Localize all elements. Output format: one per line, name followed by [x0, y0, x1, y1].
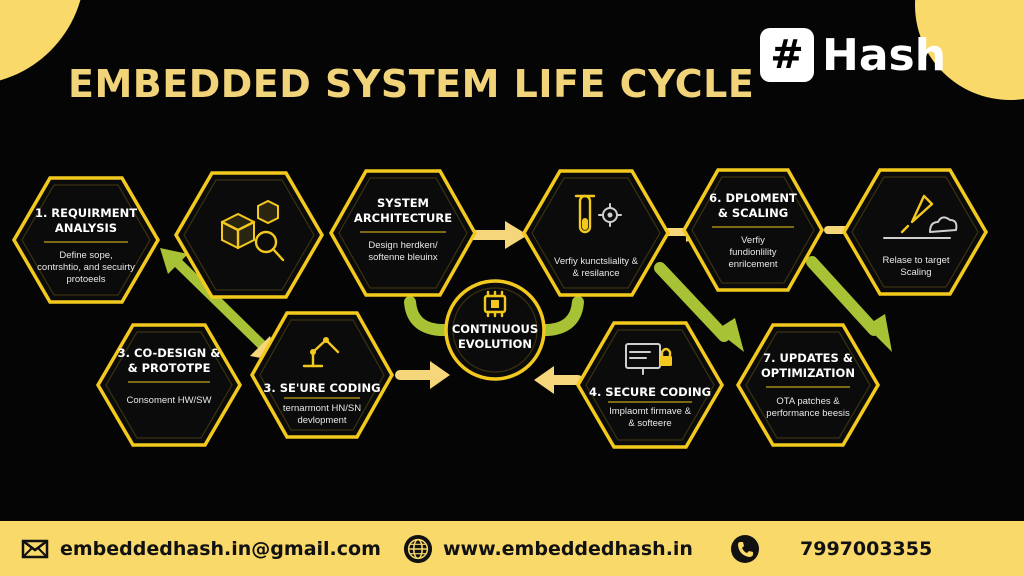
node-7-title-line1: 3. CO-DESIGN &	[118, 346, 221, 360]
node-1-desc-line3: protoeels	[66, 274, 105, 285]
node-3-desc-line2: softenne bleuinx	[368, 252, 437, 263]
chip-icon	[483, 290, 507, 318]
life-cycle-diagram: CONTINUOUS EVOLUTION 1. REQUIRMENT ANALY…	[11, 168, 989, 449]
footer-email[interactable]: embeddedhash.in@gmail.com	[20, 521, 381, 576]
node-1-title-line2: ANALYSIS	[55, 221, 117, 235]
website-text: www.embeddedhash.in	[443, 537, 693, 560]
node-system-architecture: SYSTEM ARCHITECTURE Design herdken/ soft…	[328, 169, 478, 297]
envelope-icon	[20, 534, 50, 564]
logo-text: Hash	[822, 29, 947, 81]
node-3-title-line1: SYSTEM	[377, 196, 429, 210]
node-9-title: 4. SECURE CODING	[589, 385, 711, 399]
phone-icon	[730, 534, 760, 564]
node-1-desc-line2: contrshtio, and secuirty	[37, 262, 135, 273]
node-8-title: 3. SE'URE CODING	[263, 381, 380, 395]
node-requirement-analysis: 1. REQUIRMENT ANALYSIS Define sope, cont…	[11, 176, 161, 304]
monitor-lock-icon	[625, 343, 672, 375]
node-updates-optimization: 7. UPDATES & OPTIMIZATION OTA patches & …	[735, 323, 881, 447]
arrow-n1-to-n8	[170, 255, 267, 350]
node-4-desc-line2: & resilance	[573, 268, 620, 279]
node-1-desc-line1: Define sope,	[59, 250, 112, 261]
footer-phone[interactable]: 7997003355	[730, 521, 932, 576]
node-co-design-prototype: 3. CO-DESIGN & & PROTOTPE Consoment HW/S…	[95, 323, 243, 447]
hash-chip-icon: #	[760, 28, 814, 82]
footer-website[interactable]: www.embeddedhash.in	[403, 521, 693, 576]
hash-logo: # Hash	[760, 28, 946, 82]
center-evolution-node: CONTINUOUS EVOLUTION	[444, 279, 546, 381]
node-8-desc-line1: ternarmont HN/SN	[283, 403, 361, 414]
node-boxes-search	[173, 171, 325, 299]
node-6-desc-line1: Relase to target	[882, 255, 949, 266]
arrow-n9-to-center-head	[534, 366, 554, 394]
page-title: EMBEDDED SYSTEM LIFE CYCLE	[68, 62, 755, 106]
node-secure-coding-left: 3. SE'URE CODING ternarmont HN/SN devlop…	[249, 311, 395, 439]
node-9-desc-line2: & softeere	[628, 418, 671, 429]
test-tube-gear-icon	[574, 194, 622, 234]
center-label-line1: CONTINUOUS	[452, 322, 538, 336]
robot-arm-icon	[302, 337, 340, 368]
arrow-n8-to-center-head	[430, 361, 450, 389]
node-10-title-line1: 7. UPDATES &	[763, 351, 853, 365]
node-secure-coding-right: 4. SECURE CODING Implaomt firmave & & so…	[575, 321, 725, 449]
node-8-desc-line2: devlopment	[297, 415, 346, 426]
node-3-title-line2: ARCHITECTURE	[354, 211, 452, 225]
arrow-n1-to-n8-head-top	[160, 248, 188, 274]
node-10-title-line2: OPTIMIZATION	[761, 366, 855, 380]
arrow-n4-to-n10-head	[716, 318, 744, 352]
node-5-title-line2: & SCALING	[718, 206, 788, 220]
arrow-n3-to-n4-head	[505, 221, 528, 249]
arrow-n5-to-n10	[806, 256, 880, 336]
phone-text: 7997003355	[800, 537, 933, 560]
node-7-desc-line1: Consoment HW/SW	[127, 395, 212, 406]
node-deployment-scaling: 6. DPLOMENT & SCALING Verfiy fundionlili…	[681, 168, 825, 292]
boxes-magnifier-icon	[220, 199, 285, 262]
node-10-desc-line2: performance beesis	[766, 408, 850, 419]
node-5-desc-line3: enrilcement	[728, 259, 777, 270]
node-6-desc-line2: Scaling	[900, 267, 931, 278]
contact-footer: embeddedhash.in@gmail.com www.embeddedha…	[0, 521, 1024, 576]
node-4-desc-line1: Verfiy kunctsliality &	[554, 256, 639, 267]
node-1-title-line1: 1. REQUIRMENT	[35, 206, 137, 220]
node-3-desc-line1: Design herdken/	[368, 240, 438, 251]
globe-icon	[403, 534, 433, 564]
node-10-desc-line1: OTA patches &	[776, 396, 840, 407]
arrow-n5-to-n10-head	[866, 314, 892, 352]
arrow-n4-to-n10	[654, 262, 730, 342]
node-7-title-line2: & PROTOTPE	[128, 361, 211, 375]
rocket-cloud-icon	[883, 194, 958, 239]
node-5-title-line1: 6. DPLOMENT	[709, 191, 797, 205]
node-5-desc-line1: Verfiy	[741, 235, 765, 246]
center-label-line2: EVOLUTION	[458, 337, 532, 351]
node-9-desc-line1: Implaomt firmave &	[609, 406, 691, 417]
node-verification: Verfiy kunctsliality & & resilance	[521, 169, 671, 297]
node-release: Relase to target Scaling	[841, 168, 989, 296]
node-5-desc-line2: fundionlility	[730, 247, 777, 258]
email-text: embeddedhash.in@gmail.com	[60, 537, 381, 560]
